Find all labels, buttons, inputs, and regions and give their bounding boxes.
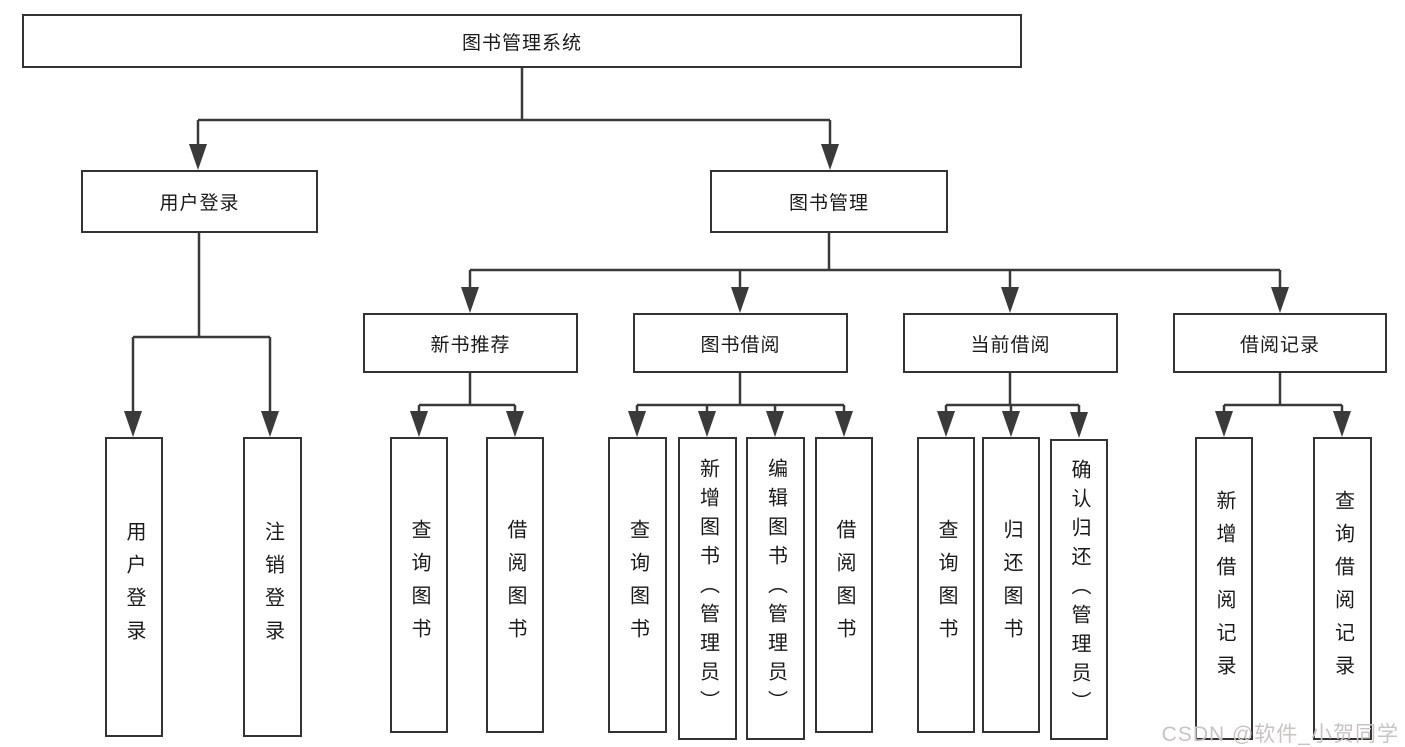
node-book-borrow-label: 图书借阅 [700, 334, 781, 356]
node-leaf-query-books-cb: 查询图书 [917, 437, 975, 733]
node-leaf-borrow-books-nb: 借阅图书 [486, 437, 544, 733]
node-leaf-query-books-nb-label: 查询图书 [408, 519, 430, 651]
node-new-book-recommend: 新书推荐 [363, 313, 578, 373]
arrowhead [937, 411, 955, 437]
connector-book-borrow-children [628, 373, 853, 437]
connector-new-book-children [410, 373, 524, 437]
node-leaf-borrow-books-nb-label: 借阅图书 [504, 519, 526, 651]
node-leaf-add-borrow-record-label: 新增借阅记录 [1213, 489, 1235, 688]
arrowhead [1215, 411, 1233, 437]
node-leaf-user-login: 用户登录 [105, 437, 163, 737]
arrowhead [461, 287, 479, 313]
node-root: 图书管理系统 [22, 14, 1022, 68]
node-leaf-logout-label: 注销登录 [261, 521, 284, 653]
arrowhead [261, 411, 279, 437]
arrowhead [124, 411, 142, 437]
node-leaf-confirm-return-admin: 确认归还（管理员） [1050, 439, 1108, 740]
node-leaf-query-books-bb-label: 查询图书 [626, 519, 649, 651]
arrowhead [766, 411, 784, 437]
node-book-borrow: 图书借阅 [633, 313, 848, 373]
arrowhead [1333, 411, 1351, 437]
arrowhead [731, 287, 749, 313]
arrowhead [189, 144, 207, 170]
arrowhead [698, 411, 716, 437]
connector-current-borrow-children [937, 373, 1088, 438]
node-leaf-borrow-books-bb: 借阅图书 [815, 437, 873, 733]
node-leaf-return-book-label: 归还图书 [1000, 519, 1022, 651]
arrowhead [1070, 412, 1088, 438]
node-leaf-logout: 注销登录 [243, 437, 302, 737]
node-leaf-confirm-return-admin-label: 确认归还（管理员） [1068, 459, 1090, 720]
node-leaf-query-books-nb: 查询图书 [390, 437, 448, 733]
node-borrow-records-label: 借阅记录 [1239, 334, 1320, 356]
arrowhead [1271, 287, 1289, 313]
node-leaf-query-borrow-record-label: 查询借阅记录 [1331, 489, 1354, 688]
connector-user-login-children [124, 233, 279, 437]
node-leaf-add-borrow-record: 新增借阅记录 [1195, 437, 1253, 740]
arrowhead [410, 411, 428, 437]
arrowhead [628, 411, 646, 437]
arrowhead [506, 411, 524, 437]
node-leaf-edit-book-admin-label: 编辑图书（管理员） [764, 458, 787, 719]
node-user-login: 用户登录 [81, 170, 318, 233]
node-current-borrow: 当前借阅 [903, 313, 1118, 373]
node-leaf-query-books-bb: 查询图书 [608, 437, 667, 733]
node-leaf-user-login-label: 用户登录 [123, 521, 145, 653]
node-root-label: 图书管理系统 [461, 32, 582, 54]
node-book-management-label: 图书管理 [788, 193, 869, 214]
connector-root-to-level2 [189, 68, 839, 170]
arrowhead [835, 411, 853, 437]
node-user-login-label: 用户登录 [159, 193, 240, 214]
node-leaf-borrow-books-bb-label: 借阅图书 [833, 519, 855, 651]
csdn-watermark: CSDN @软件_小贺同学 [1161, 723, 1399, 746]
node-leaf-edit-book-admin: 编辑图书（管理员） [746, 437, 805, 740]
node-borrow-records: 借阅记录 [1173, 313, 1387, 373]
node-leaf-query-borrow-record: 查询借阅记录 [1313, 437, 1372, 740]
connector-records-children [1215, 373, 1351, 437]
node-leaf-add-book-admin: 新增图书（管理员） [678, 437, 737, 740]
node-current-borrow-label: 当前借阅 [970, 334, 1051, 356]
arrowhead [1001, 287, 1019, 313]
node-book-management: 图书管理 [710, 170, 948, 233]
arrowhead [821, 144, 839, 170]
connector-book-management-children [461, 233, 1289, 313]
node-new-book-recommend-label: 新书推荐 [430, 334, 511, 356]
node-leaf-add-book-admin-label: 新增图书（管理员） [696, 458, 719, 719]
node-leaf-query-books-cb-label: 查询图书 [935, 519, 957, 651]
arrowhead [1002, 411, 1020, 437]
node-leaf-return-book: 归还图书 [982, 437, 1040, 733]
